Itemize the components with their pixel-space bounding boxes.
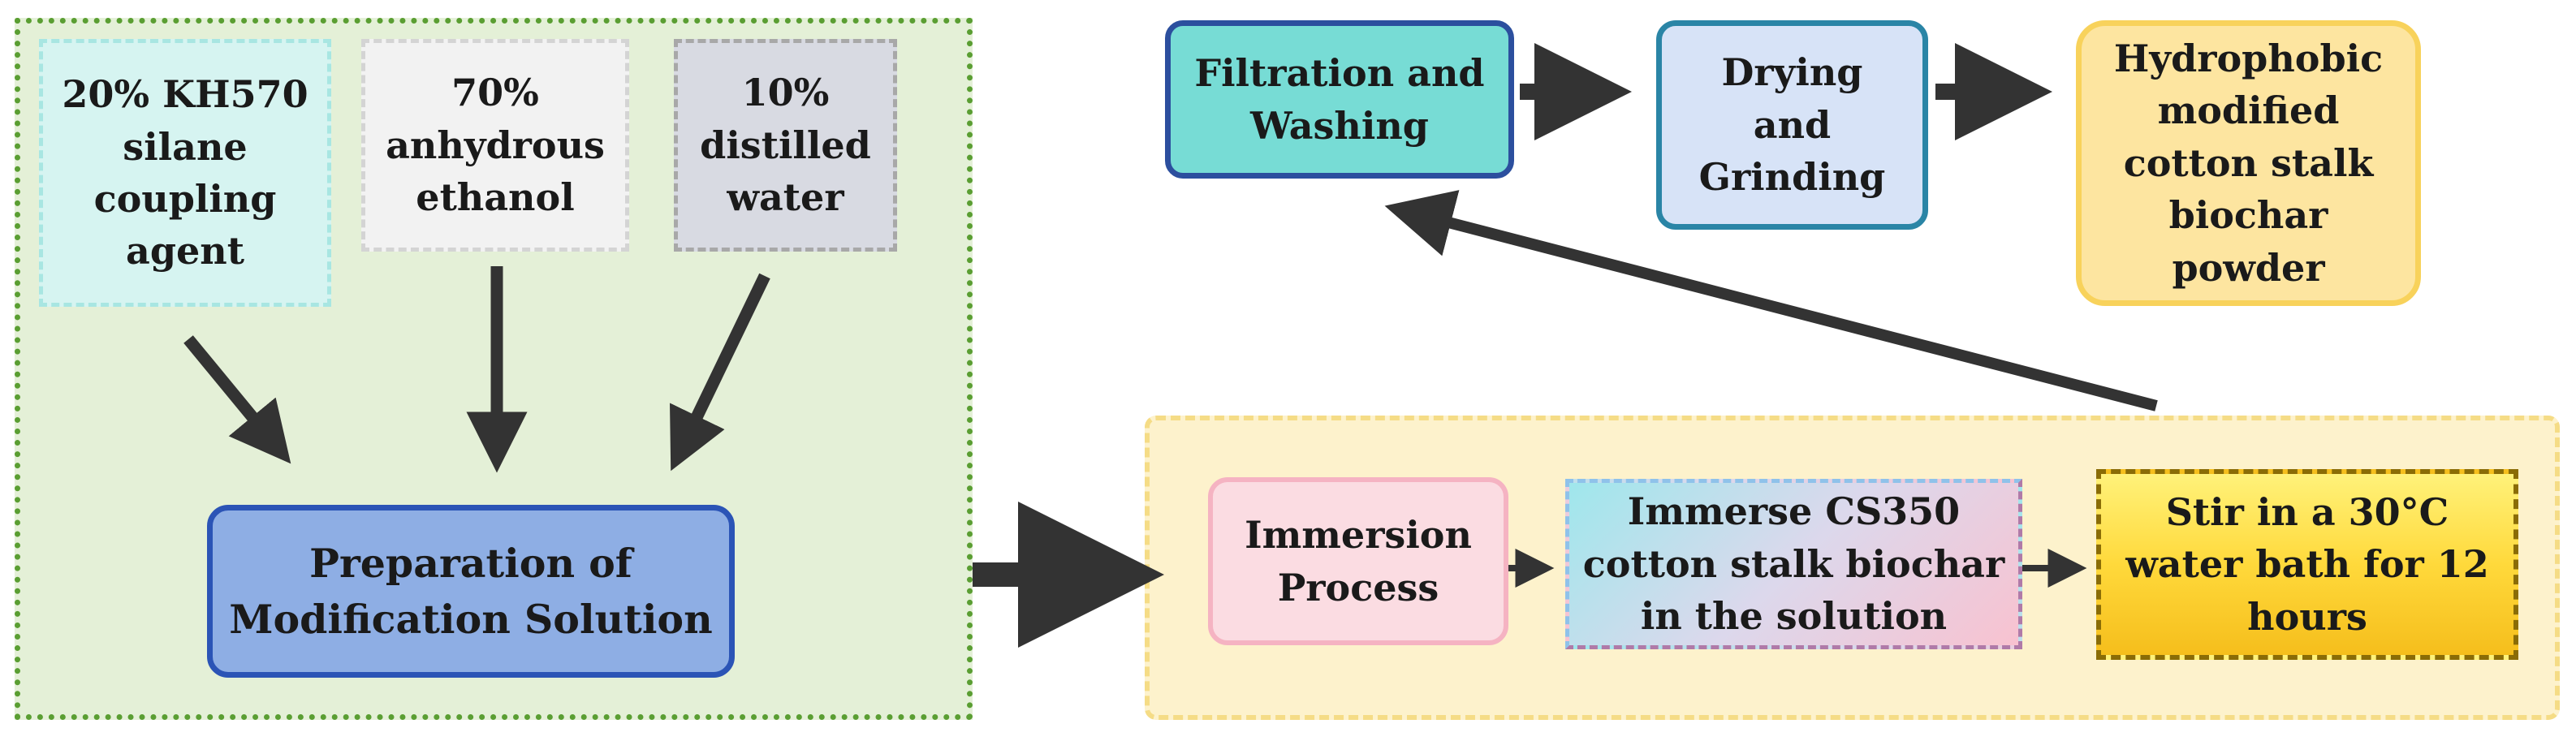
ethanol-line: ethanol xyxy=(416,175,575,220)
arrow-to-filtration xyxy=(1384,190,2158,411)
hydrophobic-line: modified xyxy=(2157,88,2340,133)
hydrophobic-line: powder xyxy=(2172,245,2325,290)
immersion-process-line: Process xyxy=(1277,565,1439,610)
water-line: distilled xyxy=(700,123,871,167)
arrow-kh570-to-preparation xyxy=(183,335,291,464)
water-line: 10% xyxy=(741,71,830,115)
kh570-line: 20% KH570 xyxy=(62,72,309,117)
drying-box: Drying and Grinding xyxy=(1656,20,1928,230)
stir-line: hours xyxy=(2247,594,2367,639)
drying-line: and xyxy=(1753,102,1832,147)
immerse-line: in the solution xyxy=(1640,594,1948,639)
drying-line: Grinding xyxy=(1698,155,1886,200)
preparation-line: Preparation of xyxy=(309,539,632,587)
hydrophobic-product-box: Hydrophobic modified cotton stalk biocha… xyxy=(2076,20,2421,306)
filtration-box: Filtration and Washing xyxy=(1165,20,1514,179)
ethanol-line: 70% xyxy=(451,71,539,115)
water-line: water xyxy=(727,175,844,220)
immerse-line: cotton stalk biochar xyxy=(1582,541,2005,586)
kh570-box: 20% KH570 silane coupling agent xyxy=(39,39,331,307)
kh570-line: silane xyxy=(123,124,248,169)
ethanol-box: 70% anhydrous ethanol xyxy=(361,39,629,252)
immersion-process-box: Immersion Process xyxy=(1208,477,1508,645)
stir-line: water bath for 12 xyxy=(2125,542,2489,587)
preparation-line: Modification Solution xyxy=(229,595,713,643)
filtration-line: Filtration and xyxy=(1194,51,1485,96)
preparation-box: Preparation of Modification Solution xyxy=(207,505,735,678)
hydrophobic-line: biochar xyxy=(2168,193,2328,238)
hydrophobic-line: cotton stalk xyxy=(2123,140,2374,185)
ethanol-line: anhydrous xyxy=(386,123,605,167)
drying-line: Drying xyxy=(1721,50,1863,95)
filtration-line: Washing xyxy=(1250,103,1429,148)
kh570-line: coupling xyxy=(93,177,277,221)
distilled-water-box: 10% distilled water xyxy=(674,39,897,252)
kh570-line: agent xyxy=(126,229,244,274)
immerse-biochar-box: Immerse CS350 cotton stalk biochar in th… xyxy=(1565,479,2022,649)
immersion-process-line: Immersion xyxy=(1245,513,1472,558)
stir-line: Stir in a 30°C xyxy=(2165,489,2449,534)
immerse-line: Immerse CS350 xyxy=(1627,489,1961,534)
arrow-water-to-preparation xyxy=(670,273,770,472)
hydrophobic-line: Hydrophobic xyxy=(2113,37,2384,81)
stir-water-bath-box: Stir in a 30°C water bath for 12 hours xyxy=(2096,469,2518,660)
